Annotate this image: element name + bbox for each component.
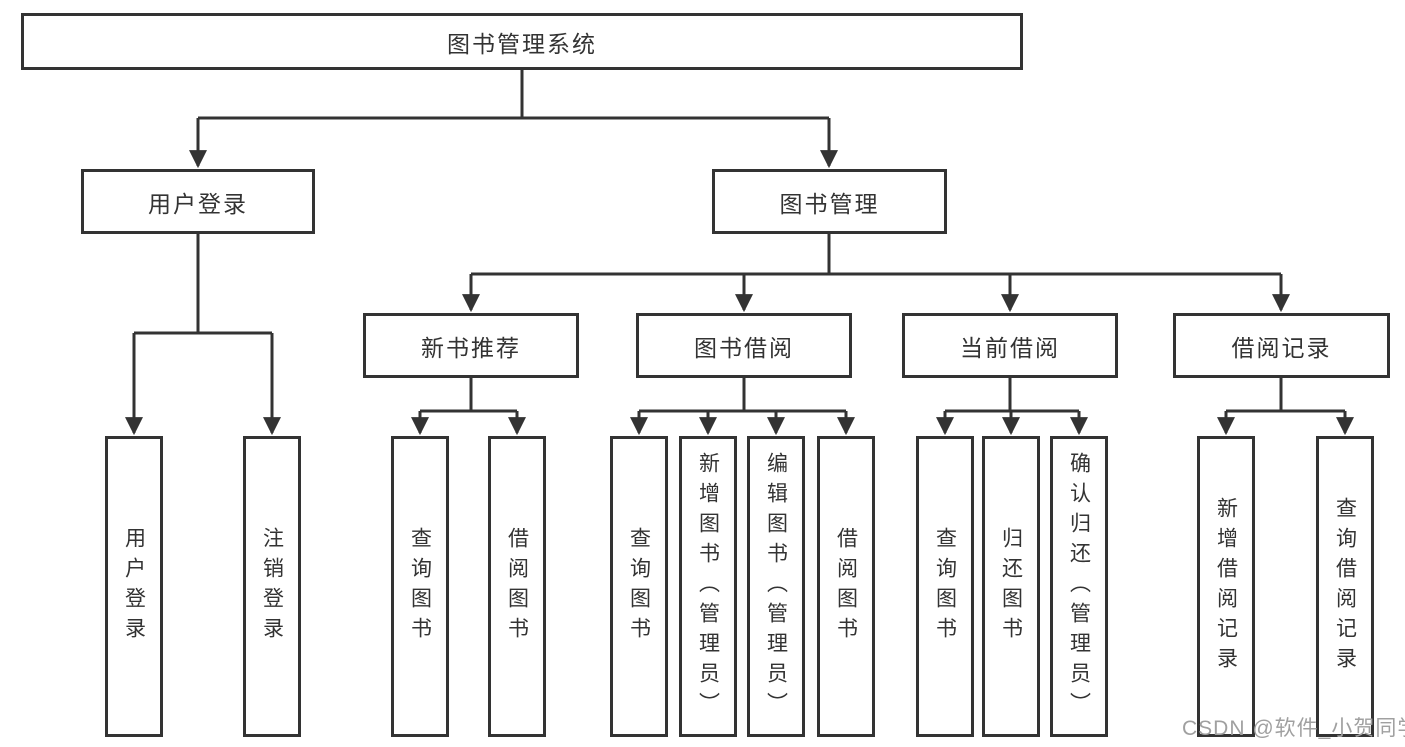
csdn-watermark: CSDN @软件_小贺同学 bbox=[1182, 717, 1405, 740]
node-book-borrowing: 图书借阅 bbox=[636, 313, 852, 378]
node-new-book-recommend-label: 新书推荐 bbox=[421, 334, 521, 361]
node-user-login: 用户登录 bbox=[81, 169, 315, 234]
leaf-add-borrow-record: 新增借阅记录 bbox=[1197, 436, 1255, 737]
node-current-borrowing: 当前借阅 bbox=[902, 313, 1118, 378]
leaf-edit-book-admin: 编辑图书（管理员） bbox=[747, 436, 805, 737]
leaf-borrow-book-recommend-label: 借阅图书 bbox=[505, 526, 529, 647]
leaf-add-book-admin: 新增图书（管理员） bbox=[679, 436, 737, 737]
leaf-query-borrow-record: 查询借阅记录 bbox=[1316, 436, 1374, 737]
leaf-return-book: 归还图书 bbox=[982, 436, 1040, 737]
node-user-login-label: 用户登录 bbox=[148, 190, 248, 217]
leaf-query-borrow-record-label: 查询借阅记录 bbox=[1333, 496, 1357, 677]
leaf-user-login-label: 用户登录 bbox=[122, 526, 146, 647]
leaf-borrow-book: 借阅图书 bbox=[817, 436, 875, 737]
node-root-system: 图书管理系统 bbox=[21, 13, 1023, 70]
leaf-user-login: 用户登录 bbox=[105, 436, 163, 737]
node-borrowing-records-label: 借阅记录 bbox=[1231, 334, 1332, 361]
leaf-query-book-borrowing-label: 查询图书 bbox=[627, 526, 651, 647]
leaf-confirm-return-admin: 确认归还（管理员） bbox=[1050, 436, 1108, 737]
leaf-logout: 注销登录 bbox=[243, 436, 301, 737]
leaf-return-book-label: 归还图书 bbox=[999, 526, 1023, 647]
leaf-add-borrow-record-label: 新增借阅记录 bbox=[1214, 496, 1238, 677]
leaf-query-book-borrowing: 查询图书 bbox=[610, 436, 668, 737]
node-current-borrowing-label: 当前借阅 bbox=[960, 334, 1060, 361]
leaf-query-book-current: 查询图书 bbox=[916, 436, 974, 737]
node-book-management: 图书管理 bbox=[712, 169, 947, 234]
leaf-query-book-current-label: 查询图书 bbox=[933, 526, 957, 647]
leaf-borrow-book-recommend: 借阅图书 bbox=[488, 436, 546, 737]
leaf-query-book-recommend: 查询图书 bbox=[391, 436, 449, 737]
leaf-query-book-recommend-label: 查询图书 bbox=[408, 526, 432, 647]
node-borrowing-records: 借阅记录 bbox=[1173, 313, 1390, 378]
leaf-confirm-return-admin-label: 确认归还（管理员） bbox=[1067, 451, 1091, 722]
leaf-borrow-book-label: 借阅图书 bbox=[834, 526, 858, 647]
leaf-edit-book-admin-label: 编辑图书（管理员） bbox=[764, 451, 788, 722]
node-book-borrowing-label: 图书借阅 bbox=[694, 334, 794, 361]
node-new-book-recommend: 新书推荐 bbox=[363, 313, 579, 378]
leaf-add-book-admin-label: 新增图书（管理员） bbox=[696, 451, 720, 722]
node-root-system-label: 图书管理系统 bbox=[447, 30, 597, 57]
node-book-management-label: 图书管理 bbox=[779, 190, 880, 217]
leaf-logout-label: 注销登录 bbox=[260, 526, 284, 647]
